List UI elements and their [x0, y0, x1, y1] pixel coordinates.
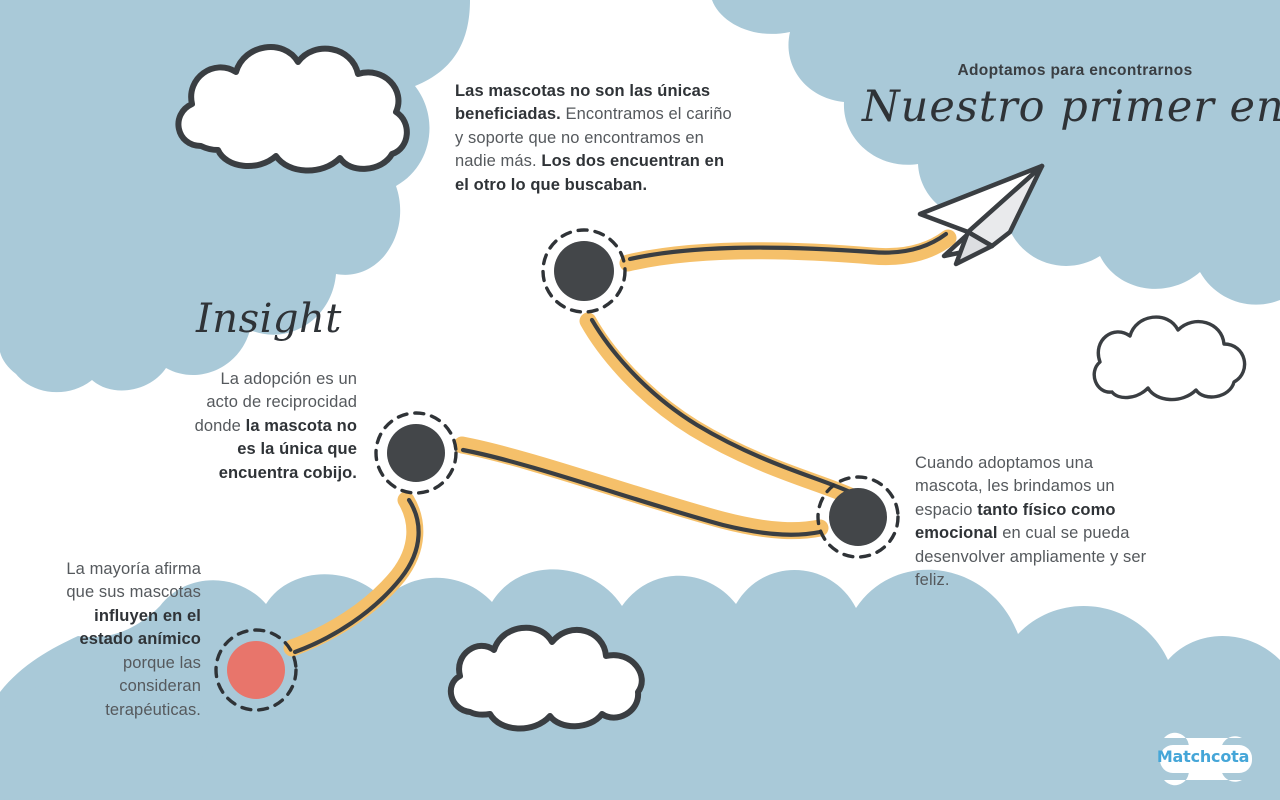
logo-bone-tag	[1160, 732, 1252, 786]
insight-text: La adopción es un acto de reciprocidad d…	[185, 368, 357, 485]
path-node1-to-plane	[619, 229, 957, 272]
path-node1-to-node3	[579, 312, 859, 505]
node-2[interactable]	[374, 411, 458, 495]
left-run-1: influyen en el estado anímico	[79, 606, 201, 649]
right-run-2: en cual se pueda desenvolver ampliamente…	[915, 524, 1147, 590]
insight-run-0: La adopción es un acto de reciprocidad d…	[194, 370, 357, 435]
node-4[interactable]	[214, 628, 298, 712]
right-run-0: Cuando adoptamos una mascota, les brinda…	[915, 454, 1115, 519]
paper-plane-icon	[917, 163, 1045, 267]
matchcota-logo-text: Matchcota	[1156, 746, 1250, 766]
node-1[interactable]	[541, 228, 627, 314]
right-run-1: tanto físico como emocional	[915, 500, 1116, 543]
blue-shape-top-center	[610, 0, 1280, 305]
header-kicker: Adoptamos para encontrarnos	[957, 62, 1193, 79]
cloud-right	[1092, 315, 1247, 402]
top-run-2: Los dos encuentran en el otro lo que bus…	[455, 152, 725, 194]
mascotas-beneficiadas-text: Las mascotas no son las únicas beneficia…	[455, 80, 740, 197]
insight-run-1: la mascota no es la única que encuentra …	[218, 416, 357, 482]
node-3[interactable]	[816, 475, 900, 559]
path-node2-to-node3	[453, 436, 829, 540]
espacio-emocional-text: Cuando adoptamos una mascota, les brinda…	[915, 452, 1163, 593]
top-run-0: Las mascotas no son las únicas beneficia…	[455, 82, 711, 124]
estado-animico-text: La mayoría afirma que sus mascotas influ…	[38, 558, 201, 722]
cloud-top-left	[175, 44, 410, 174]
path-node4-to-node2	[283, 491, 424, 657]
left-run-2: porque las consideran terapéuticas.	[105, 653, 201, 719]
matchcota-logo: Matchcota	[1148, 733, 1258, 779]
cloud-bottom-center	[448, 624, 645, 732]
left-run-0: La mayoría afirma que sus mascotas	[66, 560, 201, 602]
blue-shape-lower-left	[0, 683, 209, 800]
top-run-1: Encontramos el cariño y soporte que no e…	[455, 105, 732, 171]
